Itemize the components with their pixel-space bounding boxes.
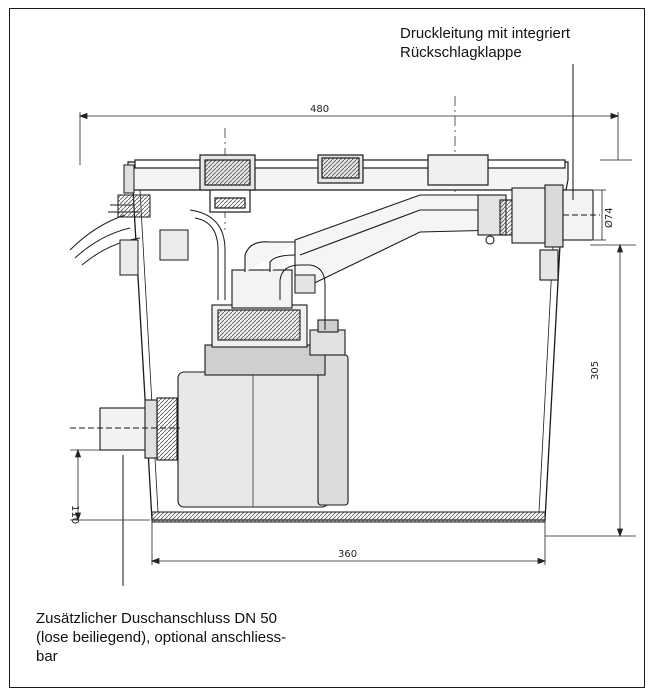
figure-frame xyxy=(9,8,645,688)
tank-body xyxy=(132,189,564,523)
overall-width-label: 480 xyxy=(310,104,329,115)
height-label: 305 xyxy=(590,361,601,380)
inlet-height-dimension xyxy=(70,448,150,522)
pressure-pipe xyxy=(244,187,548,291)
shower-connection-callout: Zusätzlicher Duschanschluss DN 50 (lose … xyxy=(36,609,396,666)
tank-lid xyxy=(127,154,569,213)
float-switch-pipe xyxy=(189,209,326,330)
height-dimension xyxy=(545,243,636,538)
pump-motor xyxy=(177,269,349,508)
base-width-label: 360 xyxy=(338,549,357,560)
side-inlet xyxy=(70,397,180,461)
pressure-line-callout: Druckleitung mit integriert Rückschlagkl… xyxy=(400,24,640,62)
cable-hoses xyxy=(69,164,189,276)
outlet-connection xyxy=(539,184,600,281)
outlet-diameter-dimension xyxy=(594,159,632,241)
callout-leaders xyxy=(122,64,574,586)
outlet-diameter-label: Ø74 xyxy=(603,207,615,228)
base-width-dimension xyxy=(150,522,547,565)
overall-width-dimension xyxy=(78,112,620,165)
pressure-line-label-line2: Rückschlagklappe xyxy=(400,44,522,61)
shower-connection-label-line2: (lose beiliegend), optional anschliess- xyxy=(36,629,287,646)
shower-connection-label-line1: Zusätzlicher Duschanschluss DN 50 xyxy=(36,610,277,627)
pressure-line-label-line1: Druckleitung mit integriert xyxy=(400,25,571,42)
shower-connection-label-line3: bar xyxy=(36,648,58,665)
inlet-height-label: 110 xyxy=(69,505,80,524)
